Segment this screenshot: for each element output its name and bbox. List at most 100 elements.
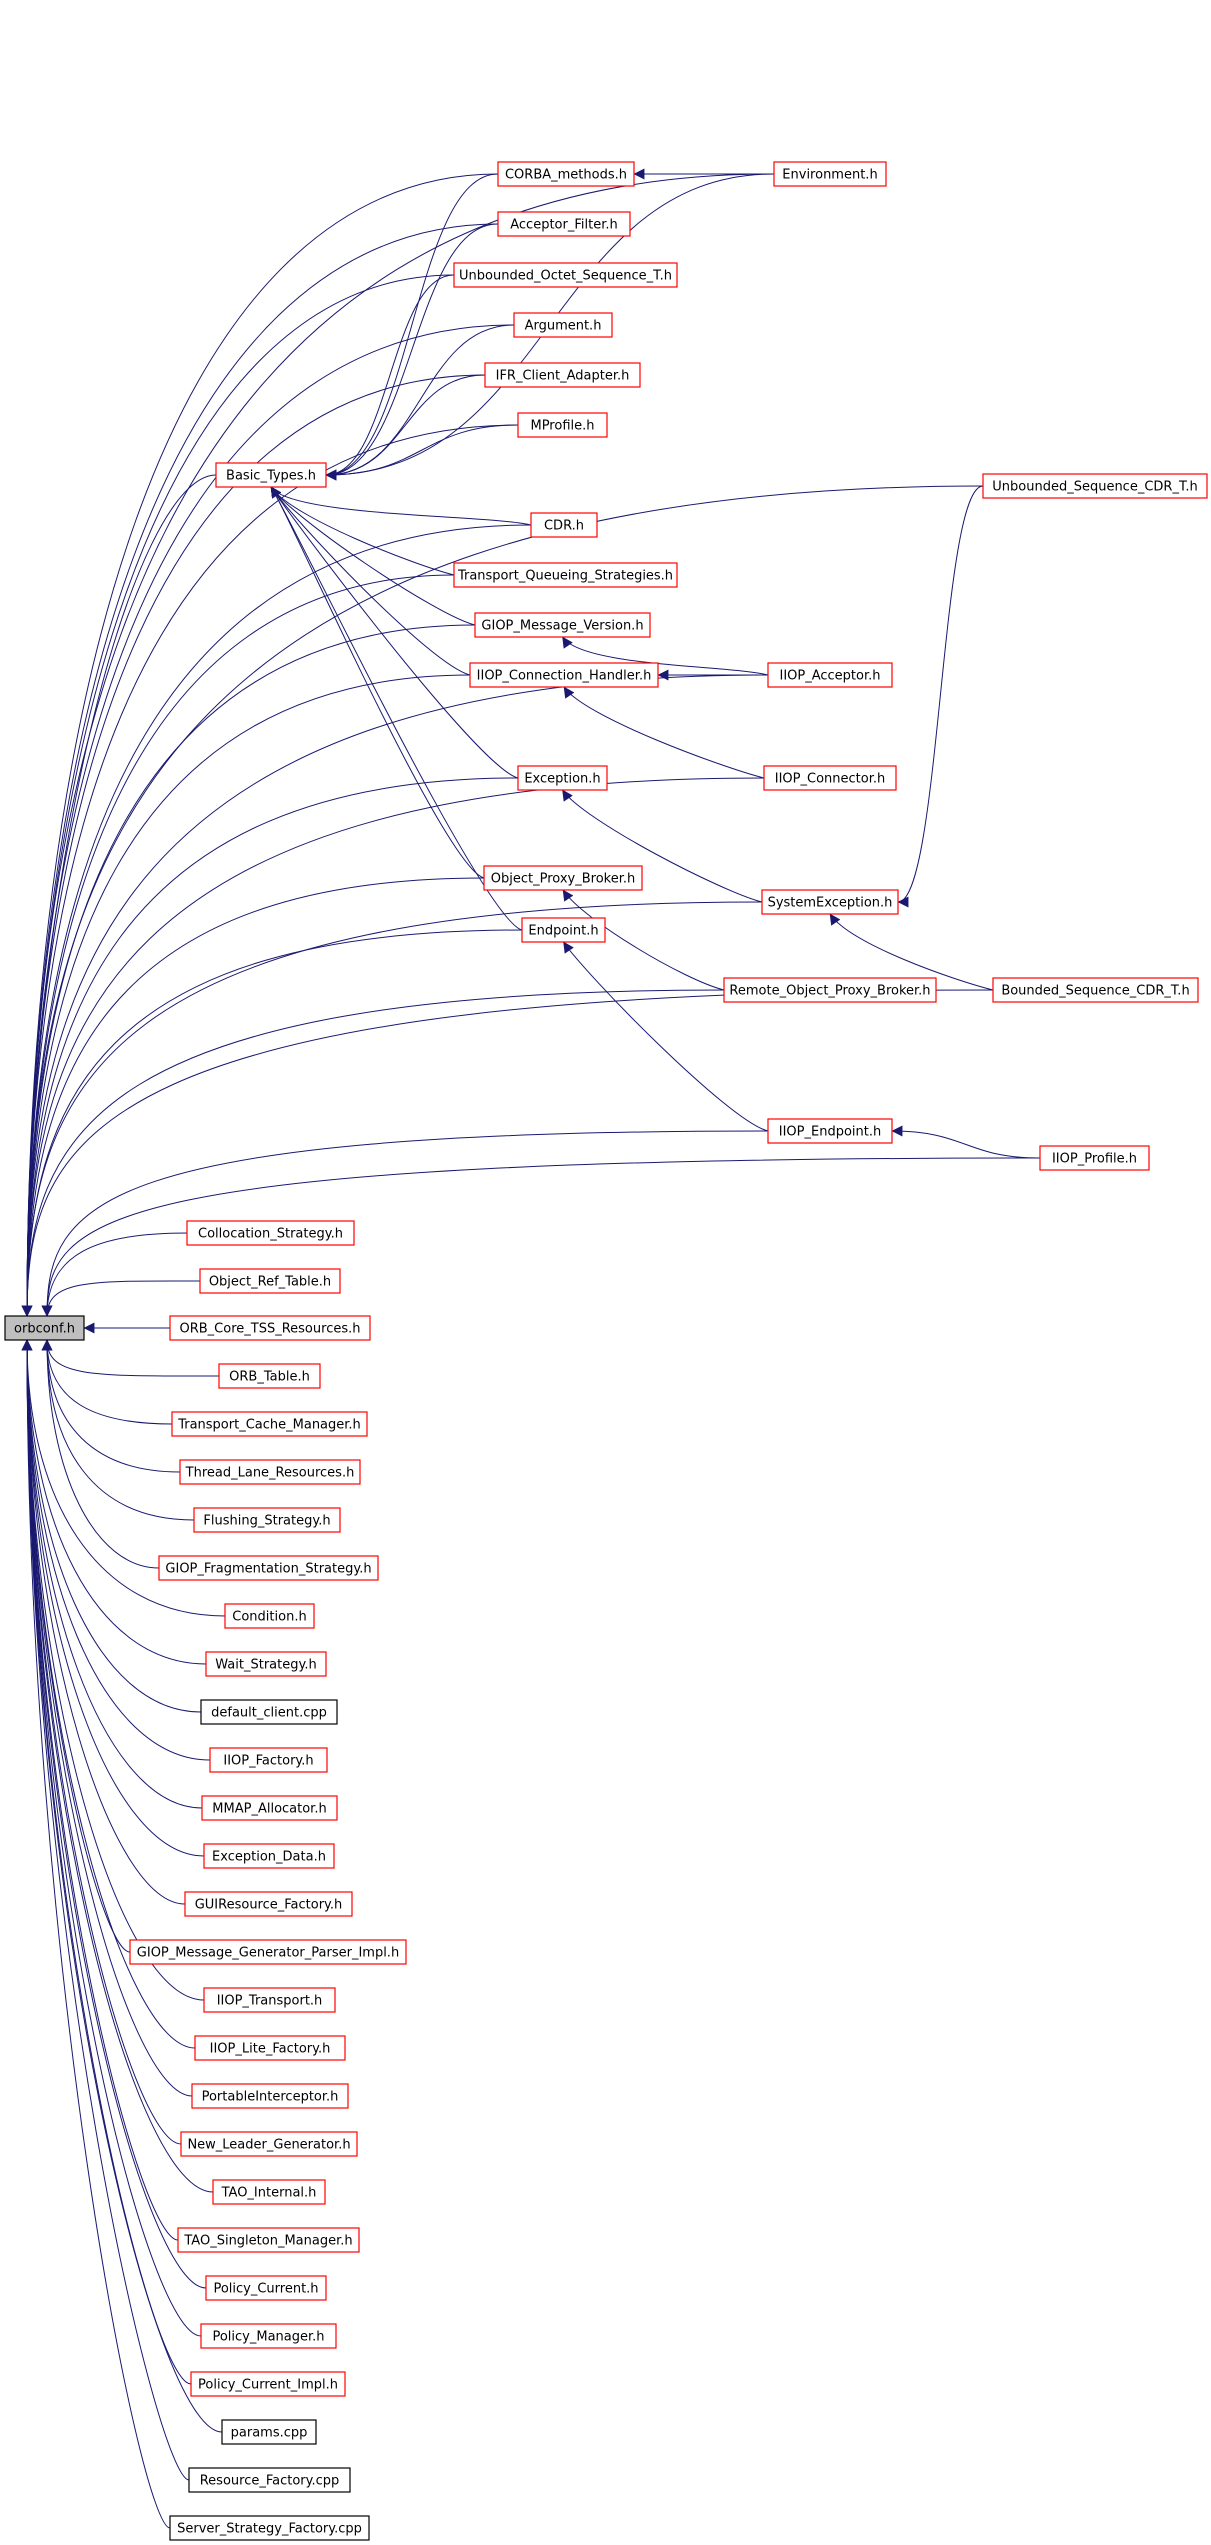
node-box	[169, 2515, 370, 2541]
edge-thread_lane-to-root	[41, 1339, 181, 1473]
node-remote-obj-broker[interactable]: Remote_Object_Proxy_Broker.h	[723, 977, 937, 1003]
node-orb-table[interactable]: ORB_Table.h	[218, 1363, 321, 1389]
edge-gui_resource-to-root	[21, 1339, 186, 1905]
node-unbounded-seq-cdr[interactable]: Unbounded_Sequence_CDR_T.h	[982, 473, 1208, 499]
node-label: GUIResource_Factory.h	[195, 1898, 343, 1913]
node-params: params.cpp	[221, 2419, 317, 2445]
node-policy-manager[interactable]: Policy_Manager.h	[200, 2323, 337, 2349]
node-object-proxy-broker[interactable]: Object_Proxy_Broker.h	[483, 865, 643, 891]
node-label: Collocation_Strategy.h	[198, 1227, 343, 1242]
node-box	[767, 1118, 893, 1144]
node-label: IIOP_Factory.h	[223, 1754, 313, 1769]
edge-ifr_client-to-basic_types	[325, 374, 486, 481]
node-resource-factory: Resource_Factory.cpp	[188, 2467, 351, 2493]
node-label: Policy_Current_Impl.h	[198, 2378, 338, 2393]
node-label: Object_Ref_Table.h	[209, 1275, 331, 1290]
node-label: Transport_Cache_Manager.h	[177, 1418, 361, 1433]
node-box	[513, 312, 613, 338]
edge-transport_queueing-to-root	[21, 574, 455, 1317]
node-unbounded-octet[interactable]: Unbounded_Octet_Sequence_T.h	[453, 262, 678, 288]
node-exception-data[interactable]: Exception_Data.h	[203, 1843, 335, 1869]
node-object-ref-table[interactable]: Object_Ref_Table.h	[199, 1268, 341, 1294]
node-box	[179, 1459, 361, 1485]
node-flushing[interactable]: Flushing_Strategy.h	[193, 1507, 341, 1533]
node-argument[interactable]: Argument.h	[513, 312, 613, 338]
node-box	[224, 1603, 315, 1629]
node-label: New_Leader_Generator.h	[187, 2138, 350, 2153]
node-exception[interactable]: Exception.h	[517, 765, 608, 791]
edge-endpoint-to-basic_types	[270, 486, 523, 931]
node-iiop-connector[interactable]: IIOP_Connector.h	[763, 765, 897, 791]
node-mmap-allocator[interactable]: MMAP_Allocator.h	[201, 1795, 338, 1821]
node-cdr[interactable]: CDR.h	[530, 512, 598, 538]
node-box	[767, 662, 893, 688]
edge-policy_manager-to-root	[21, 1339, 202, 2337]
node-bounded-seq-cdr[interactable]: Bounded_Sequence_CDR_T.h	[992, 977, 1199, 1003]
node-transport-cache[interactable]: Transport_Cache_Manager.h	[171, 1411, 368, 1437]
node-policy-current[interactable]: Policy_Current.h	[205, 2275, 327, 2301]
node-giop-msg-version[interactable]: GIOP_Message_Version.h	[474, 612, 651, 638]
edge-cdr-to-basic_types	[270, 486, 532, 526]
node-iiop-profile[interactable]: IIOP_Profile.h	[1039, 1145, 1150, 1171]
edge-system_exception-to-exception	[562, 789, 763, 903]
node-box	[191, 2083, 349, 2109]
node-label: Object_Proxy_Broker.h	[491, 872, 635, 887]
node-tao-internal[interactable]: TAO_Internal.h	[212, 2179, 326, 2205]
node-label: CORBA_methods.h	[505, 168, 627, 183]
node-box	[184, 1891, 353, 1917]
edge-cdr-to-root	[21, 524, 532, 1317]
node-box	[171, 1411, 368, 1437]
edge-iiop_endpoint-to-endpoint	[563, 941, 769, 1132]
node-acceptor-filter[interactable]: Acceptor_Filter.h	[497, 211, 631, 237]
node-iiop-transport[interactable]: IIOP_Transport.h	[203, 1987, 336, 2013]
node-box	[517, 765, 608, 791]
edge-portable_interceptor-to-root	[21, 1339, 193, 2097]
node-label: Environment.h	[782, 168, 877, 183]
edge-iiop_acceptor-to-root	[21, 674, 769, 1317]
node-endpoint[interactable]: Endpoint.h	[521, 917, 606, 943]
node-system-exception[interactable]: SystemException.h	[761, 889, 899, 915]
node-basic-types[interactable]: Basic_Types.h	[215, 462, 327, 488]
node-iiop-acceptor[interactable]: IIOP_Acceptor.h	[767, 662, 893, 688]
node-iiop-endpoint[interactable]: IIOP_Endpoint.h	[767, 1118, 893, 1144]
node-label: Remote_Object_Proxy_Broker.h	[729, 984, 930, 999]
edge-mmap_allocator-to-root	[21, 1339, 203, 1809]
edge-iiop_profile-to-root	[41, 1157, 1041, 1317]
node-ifr-client[interactable]: IFR_Client_Adapter.h	[484, 362, 641, 388]
node-mprofile[interactable]: MProfile.h	[517, 412, 608, 438]
node-condition[interactable]: Condition.h	[224, 1603, 315, 1629]
node-portable-interceptor[interactable]: PortableInterceptor.h	[191, 2083, 349, 2109]
edge-iiop_endpoint-to-root	[41, 1130, 769, 1317]
node-new-leader[interactable]: New_Leader_Generator.h	[180, 2131, 358, 2157]
node-gui-resource[interactable]: GUIResource_Factory.h	[184, 1891, 353, 1917]
node-box	[205, 2275, 327, 2301]
node-corba-methods[interactable]: CORBA_methods.h	[497, 161, 635, 187]
node-wait-strategy[interactable]: Wait_Strategy.h	[205, 1651, 327, 1677]
edge-transport_queueing-to-basic_types	[270, 486, 455, 576]
edge-transport_cache-to-root	[41, 1339, 173, 1425]
node-tao-singleton[interactable]: TAO_Singleton_Manager.h	[177, 2227, 360, 2253]
node-label: Exception.h	[524, 772, 600, 787]
node-environment[interactable]: Environment.h	[773, 161, 887, 187]
node-giop-msg-gen[interactable]: GIOP_Message_Generator_Parser_Impl.h	[129, 1939, 407, 1965]
node-label: Thread_Lane_Resources.h	[185, 1466, 355, 1481]
node-collocation[interactable]: Collocation_Strategy.h	[186, 1220, 355, 1246]
node-label: Transport_Queueing_Strategies.h	[457, 569, 673, 584]
node-box	[497, 161, 635, 187]
node-iiop-lite[interactable]: IIOP_Lite_Factory.h	[194, 2035, 346, 2061]
node-box	[193, 1507, 341, 1533]
node-iiop-conn-handler[interactable]: IIOP_Connection_Handler.h	[469, 662, 659, 688]
node-transport-queueing[interactable]: Transport_Queueing_Strategies.h	[453, 562, 678, 588]
node-orb-core-tss[interactable]: ORB_Core_TSS_Resources.h	[169, 1315, 371, 1341]
node-thread-lane[interactable]: Thread_Lane_Resources.h	[179, 1459, 361, 1485]
node-box	[497, 211, 631, 237]
node-box	[209, 1747, 328, 1773]
node-policy-current-impl[interactable]: Policy_Current_Impl.h	[190, 2371, 346, 2397]
node-iiop-factory[interactable]: IIOP_Factory.h	[209, 1747, 328, 1773]
edge-remote_obj_broker-to-root	[21, 989, 725, 1317]
node-giop-frag[interactable]: GIOP_Fragmentation_Strategy.h	[158, 1555, 379, 1581]
edge-mprofile-to-basic_types	[325, 424, 519, 481]
node-label: Argument.h	[525, 319, 602, 334]
node-label: Resource_Factory.cpp	[200, 2474, 340, 2489]
